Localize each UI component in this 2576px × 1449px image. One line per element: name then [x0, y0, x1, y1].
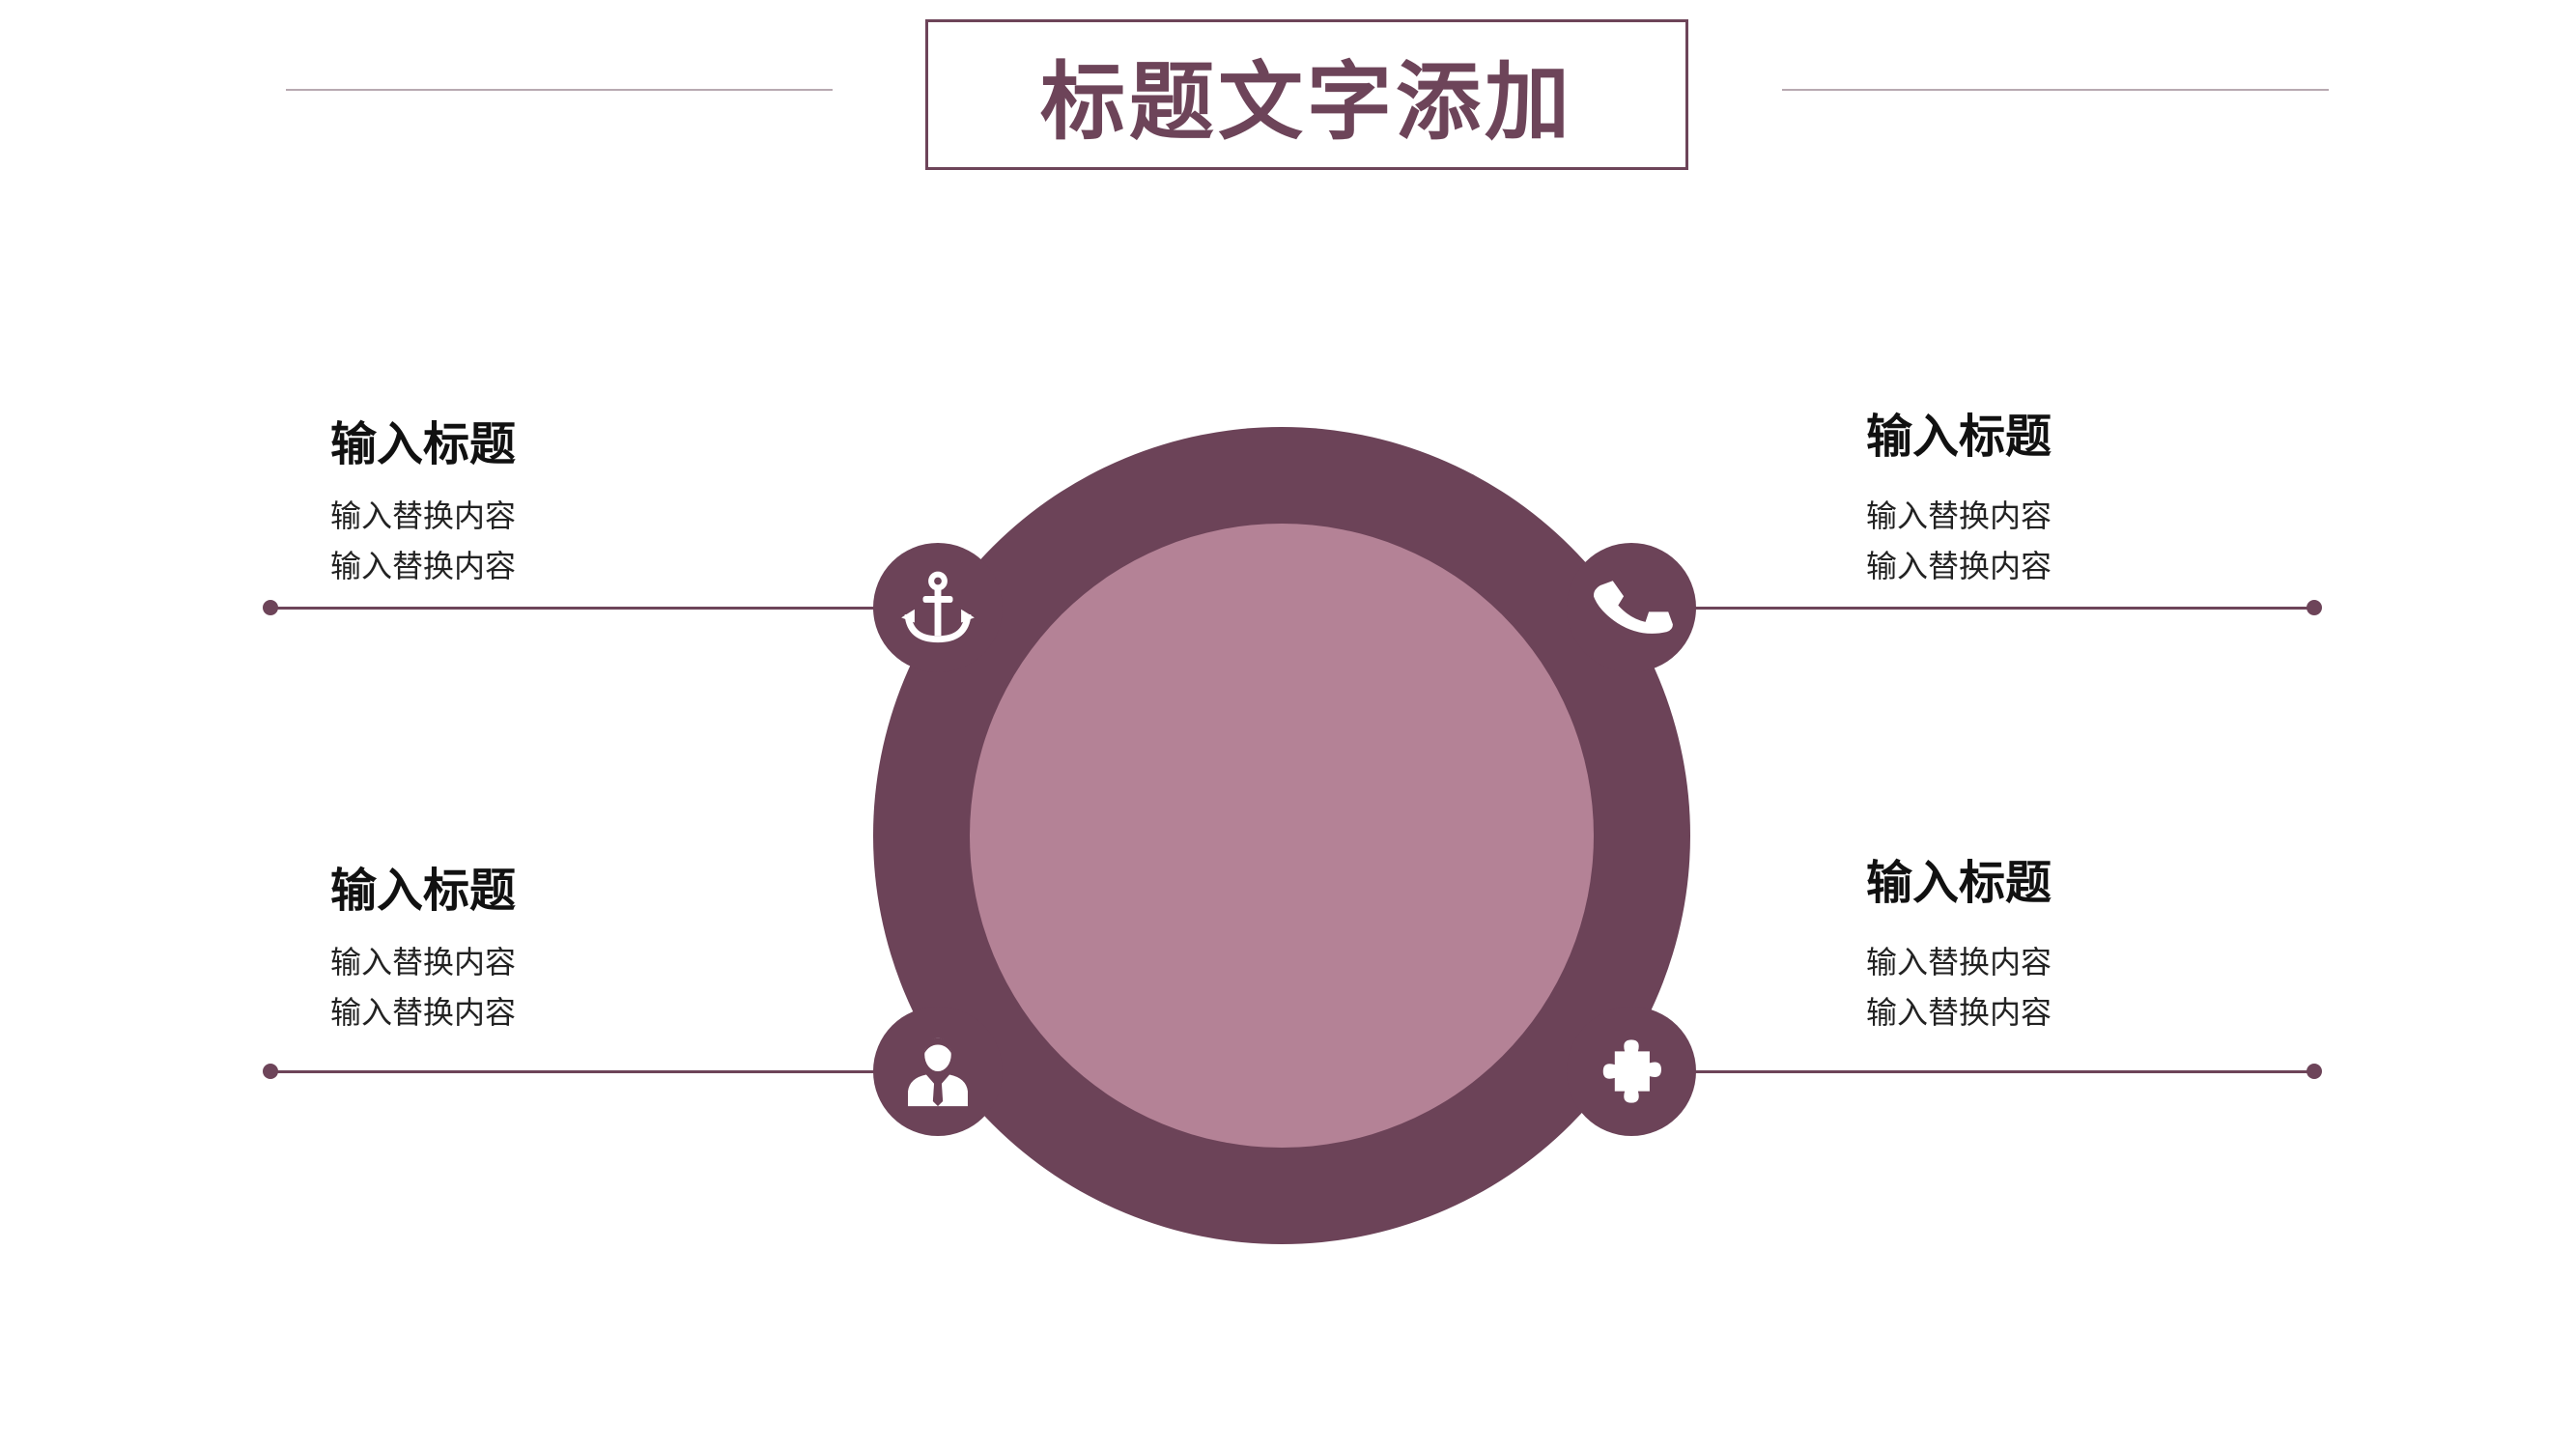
item-title: 输入标题 — [1866, 410, 2052, 464]
person-icon — [908, 1037, 968, 1107]
item-line: 输入替换内容 — [330, 994, 517, 1031]
item-block-bottom-left: 输入标题 输入替换内容 输入替换内容 — [330, 862, 717, 1037]
puzzle-badge — [1567, 1007, 1696, 1136]
header-right-line — [1782, 89, 2329, 91]
connector-top-left — [270, 607, 889, 610]
connector-dot-bottom-right — [2307, 1064, 2322, 1079]
item-line: 输入替换内容 — [1866, 994, 2052, 1031]
item-line: 输入替换内容 — [330, 548, 517, 584]
item-line: 输入替换内容 — [330, 497, 517, 534]
item-block-bottom-right: 输入标题 输入替换内容 输入替换内容 — [1866, 854, 2252, 1037]
page-title: 标题文字添加 — [1039, 51, 1573, 152]
person-badge — [873, 1007, 1003, 1136]
connector-bottom-left — [270, 1070, 889, 1073]
item-line: 输入替换内容 — [330, 944, 517, 980]
connector-bottom-right — [1681, 1070, 2314, 1073]
inner-circle — [970, 524, 1594, 1148]
item-block-top-right: 输入标题 输入替换内容 输入替换内容 — [1866, 408, 2252, 591]
item-line: 输入替换内容 — [1866, 497, 2052, 534]
connector-top-right — [1681, 607, 2314, 610]
item-line: 输入替换内容 — [1866, 944, 2052, 980]
title-box: 标题文字添加 — [925, 19, 1688, 170]
phone-badge — [1567, 543, 1696, 672]
puzzle-icon — [1602, 1039, 1661, 1103]
connector-dot-bottom-left — [263, 1064, 278, 1079]
anchor-icon — [901, 571, 975, 643]
item-title: 输入标题 — [330, 864, 517, 918]
item-title: 输入标题 — [330, 417, 517, 471]
header-left-line — [286, 89, 833, 91]
phone-icon — [1593, 581, 1673, 634]
item-title: 输入标题 — [1866, 856, 2052, 910]
connector-dot-top-left — [263, 600, 278, 615]
item-block-top-left: 输入标题 输入替换内容 输入替换内容 — [330, 415, 717, 591]
anchor-badge — [873, 543, 1003, 672]
item-line: 输入替换内容 — [1866, 548, 2052, 584]
connector-dot-top-right — [2307, 600, 2322, 615]
